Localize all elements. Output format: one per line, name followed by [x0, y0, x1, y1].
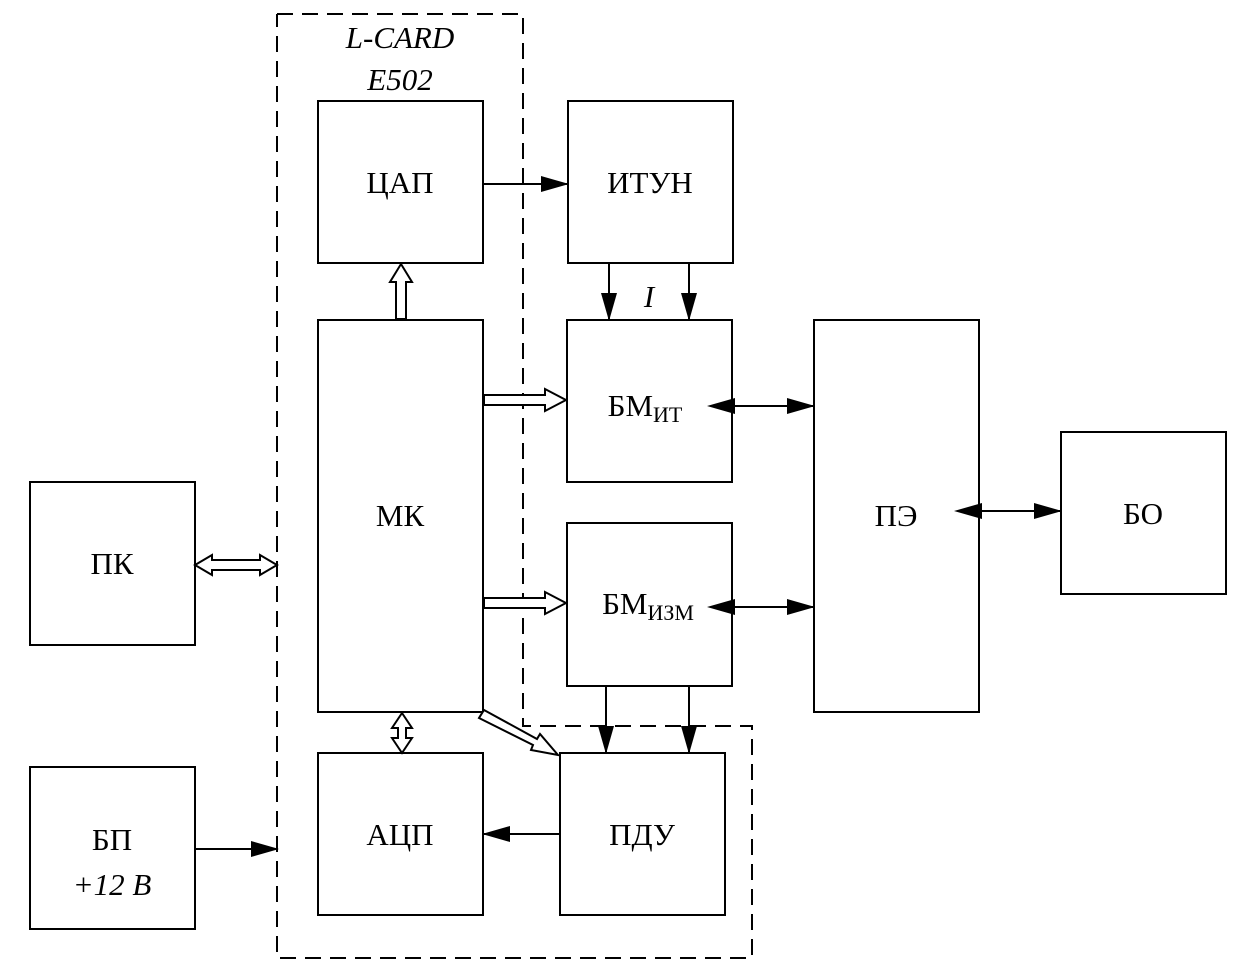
mk-block: [317, 319, 484, 713]
bo-label: БО: [1123, 496, 1163, 531]
itun-block: [567, 100, 734, 264]
dac-label: ЦАП: [366, 165, 433, 200]
pdu-label: ПДУ: [609, 817, 675, 852]
bm-izm-label: БМИЗМ: [602, 586, 694, 625]
bp-voltage-label: +12 В: [73, 867, 152, 902]
pe-label: ПЭ: [875, 498, 918, 533]
lcard-model: E502: [366, 62, 432, 97]
bus-arrow-mk-to-pdu: [477, 708, 561, 757]
bm-izm-block: [566, 522, 733, 687]
bus-arrow-mk-to-bm-izm: [483, 590, 569, 616]
bp-label: БП: [92, 822, 132, 857]
bm-it-label: БМИТ: [608, 388, 683, 427]
pk-block: [29, 481, 196, 646]
bm-it-block: [566, 319, 733, 483]
lcard-title: L-CARD: [345, 20, 455, 55]
adc-label: АЦП: [366, 817, 433, 852]
pe-block: [813, 319, 980, 713]
itun-label: ИТУН: [607, 165, 693, 200]
current-label: I: [643, 279, 656, 314]
bo-block: [1060, 431, 1227, 595]
mk-label: МК: [376, 498, 425, 533]
bus-arrow-mk-to-bm-it: [483, 387, 569, 413]
pdu-block: [559, 752, 726, 916]
pk-label: ПК: [90, 546, 133, 581]
adc-block: [317, 752, 484, 916]
bus-arrow-mk-adc: [390, 711, 414, 755]
bus-arrow-mk-to-dac: [388, 262, 414, 320]
bus-arrow-pk-lcard: [193, 553, 279, 577]
lcard-boundary: [276, 13, 753, 959]
